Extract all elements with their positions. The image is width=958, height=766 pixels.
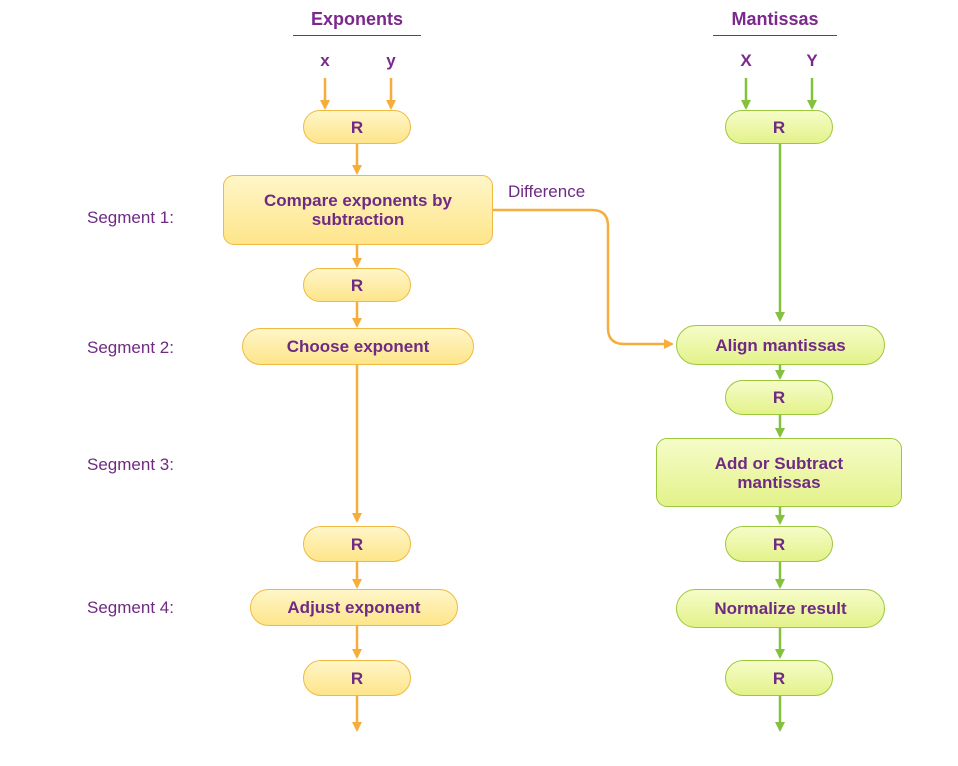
register-label: R — [772, 388, 786, 407]
add-subtract-box: Add or Subtract mantissas — [656, 438, 902, 507]
arrow-difference — [492, 208, 674, 349]
adjust-exponent-box: Adjust exponent — [250, 589, 458, 626]
input-exp-y: y — [386, 51, 396, 70]
add-subtract-label: Add or Subtract mantissas — [714, 453, 844, 492]
register-label: R — [350, 117, 364, 137]
segment-3-label: Segment 3: — [87, 455, 174, 474]
register-label: R — [772, 117, 786, 137]
align-mantissas-box: Align mantissas — [676, 325, 885, 365]
mantissa-register-4: R — [725, 660, 833, 696]
register-label: R — [772, 668, 786, 688]
input-man-Y: Y — [806, 51, 818, 70]
exponent-connectors — [320, 78, 674, 732]
input-man-X: X — [740, 51, 752, 70]
compare-exponents-box: Compare exponents by subtraction — [223, 175, 493, 245]
normalize-result-label: Normalize result — [714, 599, 847, 618]
mantissa-register-2: R — [725, 380, 833, 415]
mantissas-header-rule — [713, 35, 837, 36]
exponents-header-rule — [293, 35, 421, 36]
normalize-result-box: Normalize result — [676, 589, 885, 628]
choose-exponent-label: Choose exponent — [286, 337, 430, 356]
exponents-header: Exponents — [310, 9, 403, 29]
register-label: R — [772, 534, 786, 554]
choose-exponent-box: Choose exponent — [242, 328, 474, 365]
mantissas-header: Mantissas — [731, 9, 819, 29]
segment-1-label: Segment 1: — [87, 208, 174, 227]
segment-2-label: Segment 2: — [87, 338, 174, 357]
register-label: R — [350, 275, 364, 295]
exponent-register-2: R — [303, 268, 411, 302]
register-label: R — [350, 668, 364, 688]
adjust-exponent-label: Adjust exponent — [287, 598, 421, 617]
mantissa-register-3: R — [725, 526, 833, 562]
mantissa-register-1: R — [725, 110, 833, 144]
compare-exponents-label: Compare exponents by subtraction — [264, 191, 452, 229]
difference-label: Difference — [508, 182, 586, 201]
exponent-register-1: R — [303, 110, 411, 144]
exponent-register-3: R — [303, 526, 411, 562]
segment-4-label: Segment 4: — [87, 598, 174, 617]
mantissa-connectors — [741, 78, 817, 732]
exponent-register-4: R — [303, 660, 411, 696]
input-exp-x: x — [320, 51, 330, 70]
align-mantissas-label: Align mantissas — [715, 335, 846, 355]
register-label: R — [350, 534, 364, 554]
